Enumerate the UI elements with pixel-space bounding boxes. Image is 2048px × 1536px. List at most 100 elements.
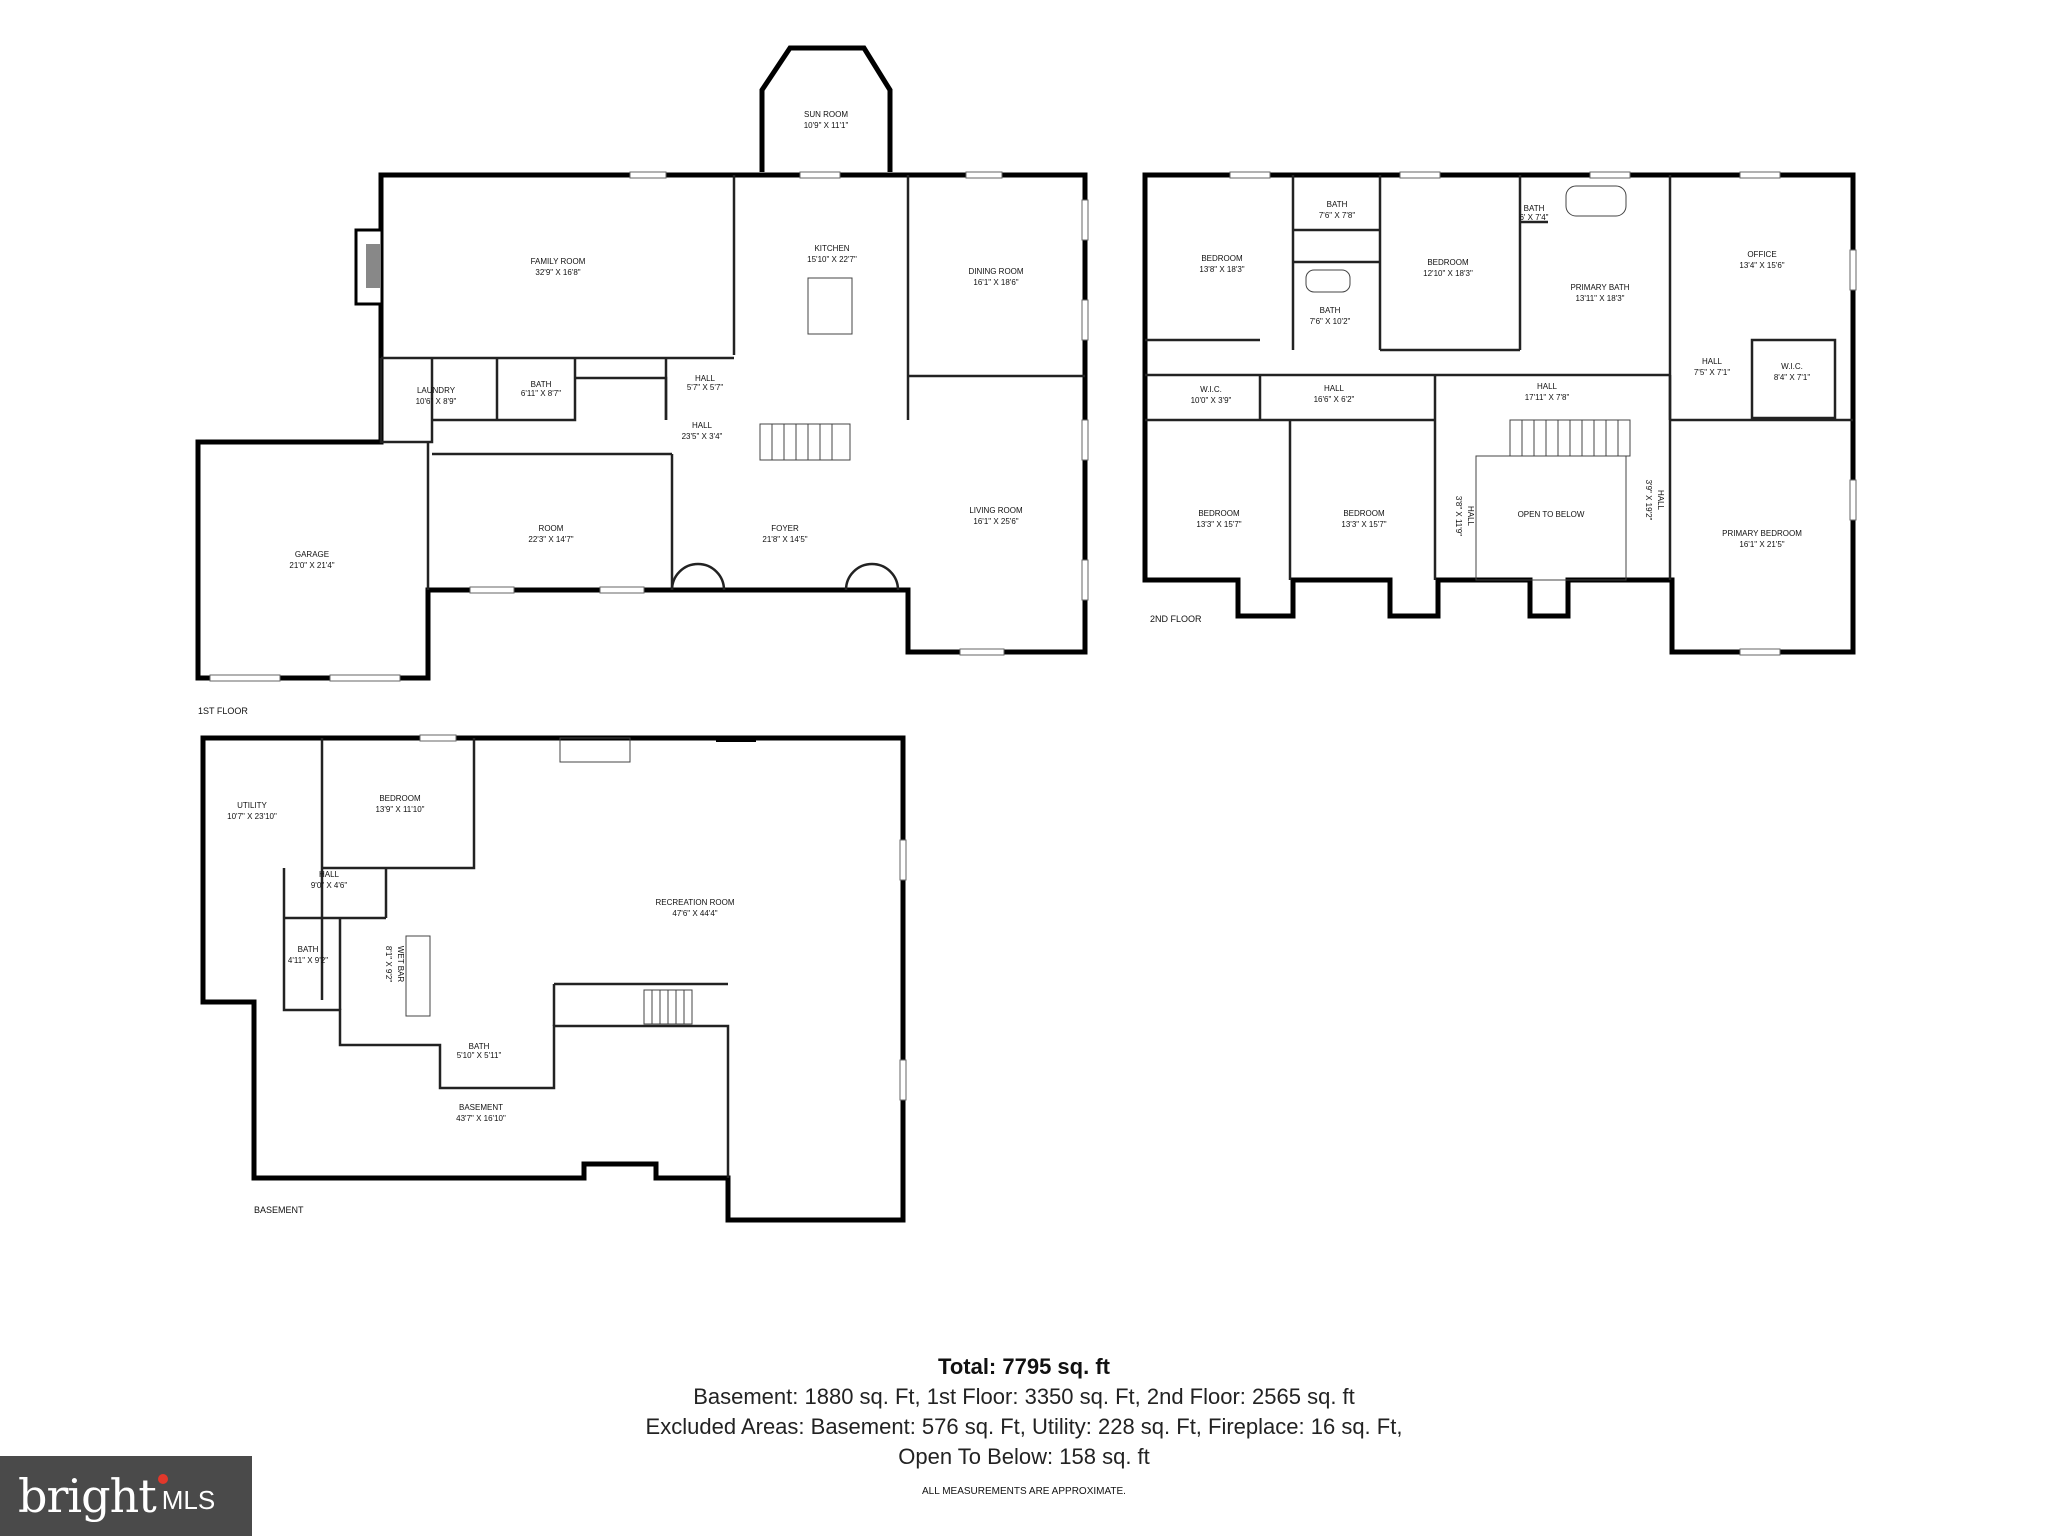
room-label-sun-room: SUN ROOM (804, 110, 848, 119)
room-label-primary-bedroom: PRIMARY BEDROOM (1722, 529, 1802, 538)
room-dims-hall-basement: 9'0" X 4'6" (311, 881, 347, 890)
room-label-bath-basement-b: BATH (469, 1042, 490, 1051)
room-dims-family-room: 32'9" X 16'8" (535, 268, 580, 277)
room-dims-hall-1st: 23'5" X 3'4" (682, 432, 723, 441)
room-label-kitchen: KITCHEN (814, 244, 849, 253)
room-label-hall-small: HALL (695, 374, 716, 383)
room-label-bedroom-2d: BEDROOM (1343, 509, 1385, 518)
excluded-areas-line: Excluded Areas: Basement: 576 sq. Ft, Ut… (645, 1414, 1403, 1439)
second-floor-outline (1142, 172, 1856, 655)
first-floor-outline (195, 172, 1088, 681)
room-dims-garage: 21'0" X 21'4" (289, 561, 334, 570)
room-label-family-room: FAMILY ROOM (531, 257, 586, 266)
room-label-wic-b: W.I.C. (1781, 362, 1803, 371)
room-label-bath-2c: BATH (1524, 204, 1545, 213)
room-dims-bath-basement-a: 4'11" X 9'2" (288, 956, 328, 965)
room-label-hall-2e: HALL (1656, 490, 1665, 511)
room-dims-bath-2a: 7'6" X 7'8" (1319, 211, 1355, 220)
room-dims-hall-2d: 3'8" X 11'9" (1454, 496, 1463, 536)
room-label-dining-room: DINING ROOM (968, 267, 1023, 276)
room-dims-hall-2a: 16'6" X 6'2" (1314, 395, 1355, 404)
room-dims-hall-small: 5'7" X 5'7" (687, 383, 723, 392)
room-dims-bath-2c: 6' X 7'4" (1519, 213, 1548, 222)
bath-tub-2nd (1305, 269, 1351, 293)
room-label-bedroom-2a: BEDROOM (1201, 254, 1243, 263)
room-dims-hall-2b: 17'11" X 7'8" (1525, 393, 1570, 402)
room-dims-recreation-room: 47'6" X 44'4" (672, 909, 717, 918)
foyer-bay-left (670, 562, 726, 591)
room-label-bath-2b: BATH (1320, 306, 1341, 315)
room-label-laundry: LAUNDRY (417, 386, 456, 395)
room-dims-bedroom-2d: 13'3" X 15'7" (1341, 520, 1386, 529)
floor-label-basement: BASEMENT (254, 1205, 304, 1215)
room-label-bath-2a: BATH (1327, 200, 1348, 209)
room-dims-laundry: 10'6" X 8'9" (416, 397, 457, 406)
floor-label-first: 1ST FLOOR (198, 706, 248, 716)
room-label-bedroom-2b: BEDROOM (1427, 258, 1469, 267)
second-floor-plan: BEDROOM 13'8" X 18'3" BATH 7'6" X 7'8" B… (1142, 171, 1857, 656)
sun-room-walls (759, 45, 893, 172)
kitchen-island (807, 277, 853, 335)
foyer-bay-right (844, 562, 900, 591)
room-dims-hall-2e: 3'9" X 19'2" (1644, 480, 1653, 521)
room-dims-foyer: 21'8" X 14'5" (762, 535, 807, 544)
room-label-hall-2a: HALL (1324, 384, 1345, 393)
room-label-basement: BASEMENT (459, 1103, 503, 1112)
room-dims-dining-room: 16'1" X 18'6" (973, 278, 1018, 287)
area-summary: Total: 7795 sq. ft Basement: 1880 sq. Ft… (0, 1352, 2048, 1472)
logo-wordmark: bright (18, 1469, 157, 1523)
room-label-foyer: FOYER (771, 524, 799, 533)
room-dims-primary-bedroom: 16'1" X 21'5" (1739, 540, 1784, 549)
room-label-bath-basement-a: BATH (298, 945, 319, 954)
bright-mls-logo: bright MLS (0, 1456, 252, 1536)
room-dims-basement: 43'7" X 16'10" (456, 1114, 506, 1123)
logo-accent-dot (158, 1474, 168, 1484)
room-dims-wet-bar: 8'1" X 9'2" (384, 946, 393, 982)
room-label-office: OFFICE (1747, 250, 1776, 259)
basement-outline (200, 735, 906, 1223)
room-dims-bedroom-basement: 13'9" X 11'10" (375, 805, 424, 814)
room-dims-bedroom-2c: 13'3" X 15'7" (1196, 520, 1241, 529)
room-dims-sun-room: 10'9" X 11'1" (804, 121, 849, 130)
logo-mls-text: MLS (161, 1484, 216, 1515)
room-label-bedroom-basement: BEDROOM (379, 794, 421, 803)
floor-areas-line: Basement: 1880 sq. Ft, 1st Floor: 3350 s… (693, 1384, 1355, 1409)
room-label-garage: GARAGE (295, 550, 329, 559)
room-dims-living-room: 16'1" X 25'6" (973, 517, 1018, 526)
room-label-hall-2c: HALL (1702, 357, 1723, 366)
second-floor-stairs (1509, 419, 1631, 457)
room-label-recreation-room: RECREATION ROOM (656, 898, 735, 907)
room-dims-kitchen: 15'10" X 22'7" (807, 255, 857, 264)
room-label-wet-bar: WET BAR (396, 946, 405, 983)
room-label-hall-1st: HALL (692, 421, 713, 430)
room-dims-bedroom-2b: 12'10" X 18'3" (1423, 269, 1473, 278)
basement-beam (716, 736, 756, 742)
room-label-primary-bath: PRIMARY BATH (1570, 283, 1629, 292)
room-dims-office: 13'4" X 15'6" (1739, 261, 1784, 270)
room-label-bedroom-2c: BEDROOM (1198, 509, 1240, 518)
room-dims-primary-bath: 13'11" X 18'3" (1575, 294, 1624, 303)
open-to-below-line: Open To Below: 158 sq. ft (898, 1444, 1150, 1469)
room-dims-wic-b: 8'4" X 7'1" (1774, 373, 1810, 382)
room-dims-hall-2c: 7'5" X 7'1" (1694, 368, 1730, 377)
room-dims-wic-a: 10'0" X 3'9" (1191, 396, 1232, 405)
room-dims-bath-basement-b: 5'10" X 5'11" (457, 1051, 502, 1060)
room-label-open-to-below: OPEN TO BELOW (1518, 510, 1585, 519)
built-in-shelf (559, 737, 631, 763)
room-dims-bath-2b: 7'6" X 10'2" (1310, 317, 1351, 326)
primary-tub (1565, 185, 1627, 217)
floor-label-second: 2ND FLOOR (1150, 614, 1202, 624)
room-dims-bedroom-2a: 13'8" X 18'3" (1199, 265, 1244, 274)
room-dims-bath-1st: 6'11" X 8'7" (521, 389, 561, 398)
room-label-wic-a: W.I.C. (1200, 385, 1222, 394)
room-label-hall-basement: HALL (319, 870, 340, 879)
first-floor-stairs (759, 423, 851, 461)
room-dims-utility: 10'7" X 23'10" (227, 812, 277, 821)
room-label-hall-2d: HALL (1466, 506, 1475, 527)
basement-plan: UTILITY 10'7" X 23'10" BEDROOM 13'9" X 1… (200, 734, 907, 1223)
wet-bar-counter (405, 935, 431, 1017)
room-label-hall-2b: HALL (1537, 382, 1558, 391)
basement-stairs (643, 989, 693, 1025)
room-dims-room: 22'3" X 14'7" (528, 535, 573, 544)
